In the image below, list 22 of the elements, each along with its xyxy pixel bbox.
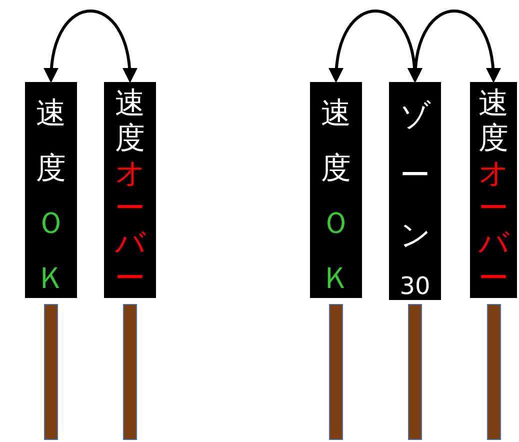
arrow bbox=[408, 10, 500, 83]
sign-text: ゾーン bbox=[400, 97, 430, 255]
sign-text: 速度 bbox=[321, 95, 351, 188]
sign-board bbox=[104, 82, 156, 298]
sign-text: オーバー bbox=[478, 156, 508, 296]
pole bbox=[329, 304, 343, 440]
sign-text: 速度 bbox=[115, 86, 145, 156]
sign-text: 速度 bbox=[36, 95, 66, 188]
pole bbox=[44, 304, 58, 440]
sign-board bbox=[310, 82, 362, 298]
pole bbox=[408, 304, 422, 440]
sign-text: 30 bbox=[400, 274, 430, 298]
arrow bbox=[44, 10, 137, 83]
sign-board bbox=[25, 82, 77, 298]
sign-text: ＯＫ bbox=[321, 205, 351, 298]
sign-board bbox=[389, 82, 441, 300]
sign-board bbox=[470, 82, 517, 298]
sign-text: ＯＫ bbox=[36, 205, 66, 298]
pole bbox=[123, 304, 137, 440]
sign-text: オーバー bbox=[115, 156, 145, 296]
sign-text: 速度 bbox=[478, 86, 508, 156]
pole bbox=[487, 304, 501, 440]
